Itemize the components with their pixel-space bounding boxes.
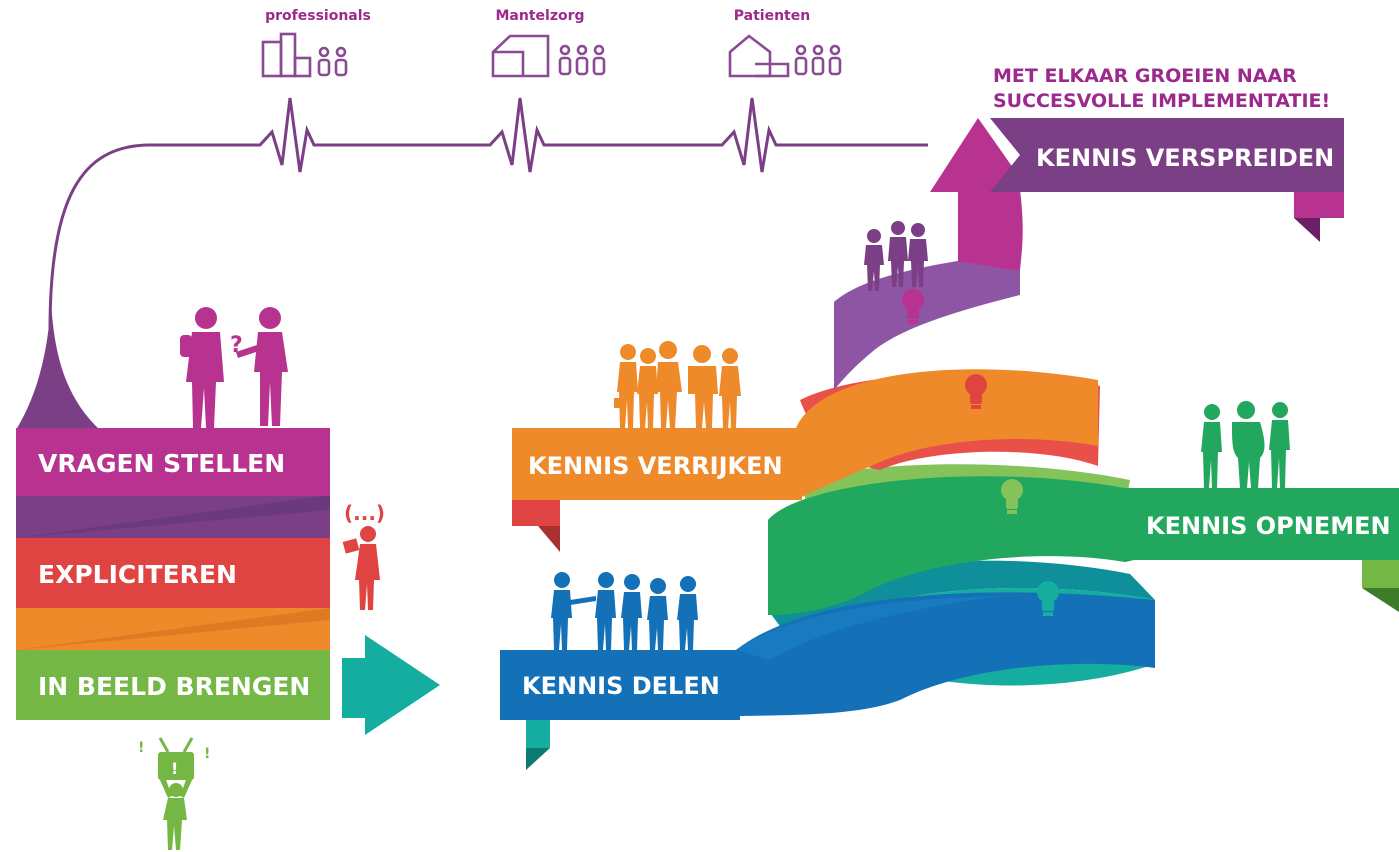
heartbeat-funnel bbox=[16, 300, 100, 430]
lightbulb-icon bbox=[902, 289, 924, 324]
step-in-beeld-brengen-label: IN BEELD BRENGEN bbox=[38, 672, 310, 701]
step-kennis-verspreiden-band bbox=[990, 118, 1344, 192]
step-kennis-verrijken-label: KENNIS VERRIJKEN bbox=[528, 452, 783, 480]
ellipsis-annotation: (...) bbox=[344, 501, 385, 525]
stakeholder-label: professionals bbox=[265, 8, 371, 24]
exclaim-mark: ! bbox=[204, 746, 210, 762]
left-zigzag-ribbon: VRAGEN STELLEN EXPLICITEREN IN BEELD BRE… bbox=[16, 428, 330, 720]
person-reading-silhouette bbox=[342, 526, 380, 610]
ribbon-fold bbox=[1362, 588, 1399, 612]
stakeholder-label: Mantelzorg bbox=[495, 8, 584, 24]
step-kennis-opnemen-label: KENNIS OPNEMEN bbox=[1146, 512, 1391, 540]
ribbon-fold bbox=[526, 720, 550, 748]
step-expliciteren-label: EXPLICITEREN bbox=[38, 560, 237, 589]
teal-arrow-icon bbox=[342, 635, 440, 735]
stakeholder-professionals: professionals bbox=[261, 8, 371, 78]
lightbulb-icon bbox=[1037, 581, 1059, 616]
group-verrijken-silhouettes bbox=[614, 341, 741, 428]
stakeholder-mantelzorg: Mantelzorg bbox=[491, 8, 606, 78]
ribbon-fold bbox=[1362, 560, 1399, 588]
question-mark: ? bbox=[230, 333, 243, 358]
step-vragen-stellen-label: VRAGEN STELLEN bbox=[38, 449, 285, 478]
tv-exclaim: ! bbox=[171, 759, 178, 778]
home-people-icon bbox=[728, 34, 842, 78]
lightbulb-icon bbox=[1001, 479, 1023, 514]
stakeholder-label: Patienten bbox=[734, 8, 810, 24]
ribbon-fold bbox=[526, 748, 550, 770]
ribbon-fold bbox=[512, 500, 560, 526]
stakeholder-patienten: Patienten bbox=[728, 8, 842, 78]
slogan-line-2: SUCCESVOLLE IMPLEMENTATIE! bbox=[993, 90, 1330, 112]
lightbulb-icon bbox=[965, 374, 987, 409]
step-kennis-verspreiden-label: KENNIS VERSPREIDEN bbox=[1036, 144, 1334, 172]
group-verspreiden-silhouettes bbox=[864, 221, 928, 291]
building-people-icon bbox=[261, 32, 348, 78]
step-in-beeld-brengen-band bbox=[16, 650, 330, 720]
people-asking-silhouettes bbox=[180, 307, 288, 428]
ribbon-fold bbox=[538, 526, 560, 552]
exclaim-mark: ! bbox=[138, 740, 144, 756]
step-kennis-verrijken-band bbox=[512, 428, 802, 500]
house-people-icon bbox=[491, 34, 606, 78]
slogan-line-1: MET ELKAAR GROEIEN NAAR bbox=[993, 65, 1297, 87]
step-expliciteren-band bbox=[16, 538, 330, 608]
step-vragen-stellen-band bbox=[16, 428, 330, 496]
step-kennis-opnemen-band bbox=[1125, 488, 1399, 560]
step-kennis-delen-label: KENNIS DELEN bbox=[522, 672, 720, 700]
ribbon-fold bbox=[1294, 218, 1320, 242]
heartbeat-line bbox=[48, 97, 928, 331]
group-opnemen-silhouettes bbox=[1201, 401, 1290, 488]
person-tv-silhouette: ! ! bbox=[138, 737, 210, 850]
group-delen-silhouettes bbox=[551, 572, 698, 650]
ribbon-fold bbox=[1294, 192, 1344, 218]
step-kennis-delen-band bbox=[500, 650, 740, 720]
